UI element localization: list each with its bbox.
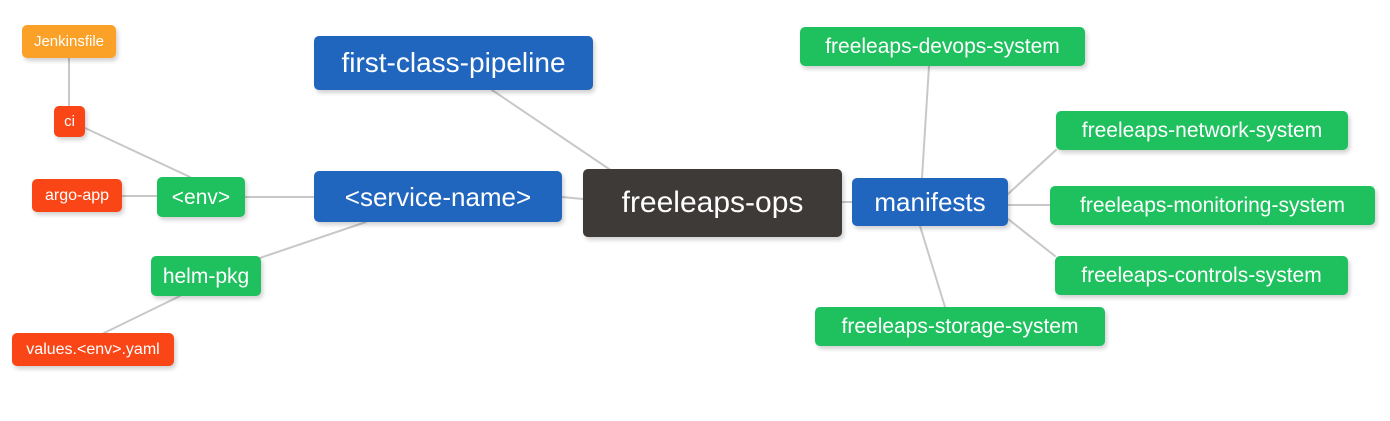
node-freeleaps-monitoring-system[interactable]: freeleaps-monitoring-system bbox=[1050, 186, 1375, 225]
edge-env-to-ci bbox=[84, 127, 191, 178]
node-label-manifests: manifests bbox=[874, 187, 986, 217]
edge-manifests-to-freeleaps-storage-system bbox=[919, 225, 946, 308]
node-label-root: freeleaps-ops bbox=[621, 186, 804, 219]
node-label-ci: ci bbox=[64, 113, 75, 130]
node-label-helm-pkg: helm-pkg bbox=[162, 264, 250, 288]
node-label-freeleaps-controls-system: freeleaps-controls-system bbox=[1081, 264, 1322, 287]
node-helm-pkg[interactable]: helm-pkg bbox=[151, 256, 261, 296]
node-label-freeleaps-monitoring-system: freeleaps-monitoring-system bbox=[1080, 194, 1345, 217]
node-freeleaps-storage-system[interactable]: freeleaps-storage-system bbox=[815, 307, 1105, 346]
node-freeleaps-network-system[interactable]: freeleaps-network-system bbox=[1056, 111, 1348, 150]
edge-service-name-to-helm-pkg bbox=[244, 221, 367, 264]
node-label-service-name: <service-name> bbox=[344, 181, 532, 212]
edge-manifests-to-freeleaps-devops-system bbox=[921, 65, 930, 179]
node-label-freeleaps-devops-system: freeleaps-devops-system bbox=[825, 35, 1060, 58]
node-label-freeleaps-network-system: freeleaps-network-system bbox=[1081, 119, 1323, 142]
node-label-freeleaps-storage-system: freeleaps-storage-system bbox=[841, 315, 1079, 338]
node-label-argo-app: argo-app bbox=[44, 186, 110, 204]
node-env[interactable]: <env> bbox=[157, 177, 245, 217]
edge-manifests-to-freeleaps-network-system bbox=[1007, 149, 1057, 195]
node-first-class-pipeline[interactable]: first-class-pipeline bbox=[314, 36, 593, 90]
edge-manifests-to-freeleaps-controls-system bbox=[1007, 218, 1056, 257]
node-label-values-yaml: values.<env>.yaml bbox=[26, 340, 160, 358]
node-jenkinsfile[interactable]: Jenkinsfile bbox=[22, 25, 116, 58]
node-freeleaps-devops-system[interactable]: freeleaps-devops-system bbox=[800, 27, 1085, 66]
edge-root-to-first-class-pipeline bbox=[491, 89, 613, 172]
node-manifests[interactable]: manifests bbox=[852, 178, 1008, 226]
node-label-first-class-pipeline: first-class-pipeline bbox=[341, 47, 566, 78]
node-argo-app[interactable]: argo-app bbox=[32, 179, 122, 212]
node-values-yaml[interactable]: values.<env>.yaml bbox=[12, 333, 174, 366]
edge-root-to-service-name bbox=[561, 196, 584, 200]
node-ci[interactable]: ci bbox=[54, 106, 85, 137]
edge-helm-pkg-to-values-yaml bbox=[103, 295, 181, 334]
node-label-jenkinsfile: Jenkinsfile bbox=[33, 33, 105, 50]
node-freeleaps-controls-system[interactable]: freeleaps-controls-system bbox=[1055, 256, 1348, 295]
node-label-env: <env> bbox=[171, 185, 231, 209]
node-service-name[interactable]: <service-name> bbox=[314, 171, 562, 222]
node-root[interactable]: freeleaps-ops bbox=[583, 169, 842, 237]
